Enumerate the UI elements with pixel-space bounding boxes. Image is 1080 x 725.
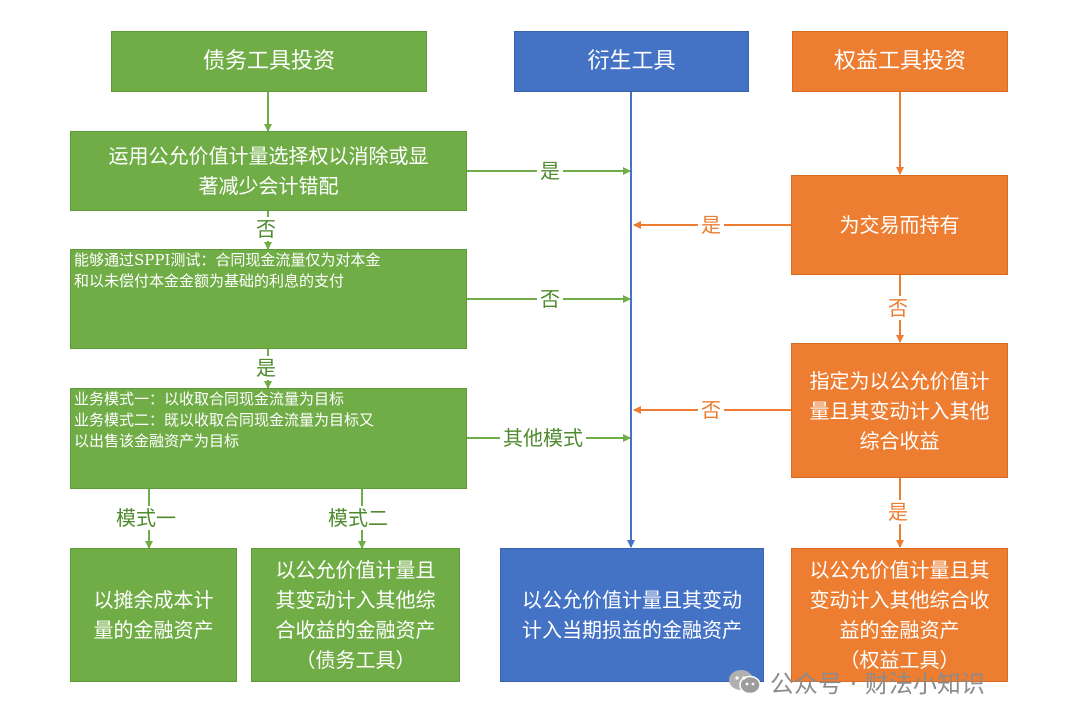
wechat-icon xyxy=(729,669,761,694)
amortized-cost-line-2: 量的金融资产 xyxy=(93,618,214,642)
business-model-box: 业务模式一：以收取合同现金流量为目标 业务模式二：既以收取合同现金流量为目标又 … xyxy=(70,388,467,489)
designated-line-3: 综合收益 xyxy=(859,428,940,453)
fvoci-equity-box: 以公允价值计量且其 变动计入其他综合收 益的金融资产 （权益工具） xyxy=(791,548,1008,682)
fvoci-equity-line-2: 变动计入其他综合收 xyxy=(809,588,990,612)
label-sppi-yes: 是 xyxy=(253,356,279,380)
sppi-line-2: 和以未偿付本金金额为基础的利息的支付 xyxy=(74,272,345,290)
sppi-test-box: 能够通过SPPI测试：合同现金流量仅为对本金 和以未偿付本金金额为基础的利息的支… xyxy=(70,249,467,349)
label-fvo-no: 否 xyxy=(253,217,279,241)
fvo-option-box: 运用公允价值计量选择权以消除或显 著减少会计错配 xyxy=(70,131,467,211)
label-trading-no: 否 xyxy=(885,296,911,320)
label-other-model: 其他模式 xyxy=(500,426,586,450)
fvoci-debt-line-2: 其变动计入其他综 xyxy=(275,588,436,612)
fvoci-debt-line-3: 合收益的金融资产 xyxy=(275,618,436,642)
watermark: 公众号 · 财法小知识 xyxy=(728,664,985,699)
fvtpl-line-1: 以公允价值计量且其变动 xyxy=(522,588,742,612)
label-sppi-no: 否 xyxy=(537,287,563,311)
derivative-header: 衍生工具 xyxy=(514,31,749,92)
designated-fvoci-box: 指定为以公允价值计 量且其变动计入其他 综合收益 xyxy=(791,343,1008,478)
fvoci-debt-box: 以公允价值计量且 其变动计入其他综 合收益的金融资产 （债务工具） xyxy=(251,548,460,682)
held-for-trading-box: 为交易而持有 xyxy=(791,175,1008,275)
designated-line-1: 指定为以公允价值计 xyxy=(809,368,990,393)
business-model-line-2: 业务模式二：既以收取合同现金流量为目标又 xyxy=(74,411,375,429)
sppi-line-1: 能够通过SPPI测试：合同现金流量仅为对本金 xyxy=(74,251,381,269)
fvoci-equity-line-4: （权益工具） xyxy=(839,648,960,672)
fvo-line-2: 著减少会计错配 xyxy=(198,174,339,198)
amortized-cost-box: 以摊余成本计 量的金融资产 xyxy=(70,548,237,682)
fvoci-equity-line-3: 益的金融资产 xyxy=(839,618,960,642)
fvoci-debt-line-4: （债务工具） xyxy=(295,648,416,672)
designated-line-2: 量且其变动计入其他 xyxy=(809,398,990,423)
fvtpl-line-2: 计入当期损益的金融资产 xyxy=(522,618,742,642)
label-fvo-yes: 是 xyxy=(537,159,563,183)
fvoci-equity-line-1: 以公允价值计量且其 xyxy=(809,558,990,582)
watermark-text: 公众号 · 财法小知识 xyxy=(770,670,985,698)
debt-investment-header: 债务工具投资 xyxy=(111,31,427,92)
business-model-line-3: 以出售该金融资产为目标 xyxy=(74,432,240,450)
label-model-two: 模式二 xyxy=(325,506,391,530)
fvoci-debt-line-1: 以公允价值计量且 xyxy=(275,558,436,582)
fvtpl-box: 以公允价值计量且其变动 计入当期损益的金融资产 xyxy=(500,548,764,682)
label-trading-yes: 是 xyxy=(698,213,724,237)
amortized-cost-line-1: 以摊余成本计 xyxy=(93,588,214,612)
label-model-one: 模式一 xyxy=(113,506,179,530)
label-designated-yes: 是 xyxy=(885,500,911,524)
fvo-line-1: 运用公允价值计量选择权以消除或显 xyxy=(108,144,429,168)
business-model-line-1: 业务模式一：以收取合同现金流量为目标 xyxy=(74,390,345,408)
equity-investment-header: 权益工具投资 xyxy=(792,31,1008,92)
label-designated-no: 否 xyxy=(698,398,724,422)
